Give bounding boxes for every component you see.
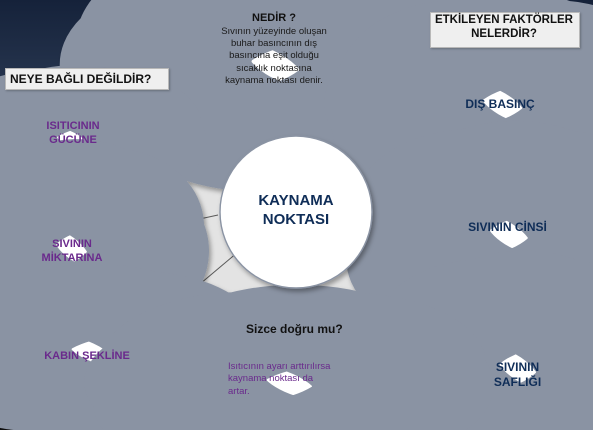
right-header-box xyxy=(430,12,580,48)
center-circle xyxy=(219,135,373,289)
left-item-liquid-amount: SIVININ MİKTARINA xyxy=(22,238,122,266)
right-header-line2: NELERDİR? xyxy=(471,28,537,41)
right-item-line1: SIVININ xyxy=(495,360,540,374)
left-item-heater-power: ISITICININ GÜCÜNE xyxy=(28,120,118,148)
left-item-line1: ISITICININ xyxy=(46,120,100,132)
question-text: Isıtıcının ayarı arttırılırsa kaynama no… xyxy=(228,361,368,398)
left-item-line2: MİKTARINA xyxy=(41,251,103,264)
right-item-external-pressure: DIŞ BASINÇ xyxy=(440,97,560,112)
right-item-liquid-type: SIVININ CİNSİ xyxy=(445,220,570,235)
right-header: ETKİLEYEN FAKTÖRLER NELERDİR? xyxy=(430,13,578,42)
question-line: artar. xyxy=(228,385,250,397)
center-line1: KAYNAMA xyxy=(258,192,334,209)
definition-line: kaynama noktası denir. xyxy=(225,75,323,87)
question-line: kaynama noktası da xyxy=(228,373,314,385)
definition-text: NEDİR ? Sıvının yüzeyinde oluşan buhar b… xyxy=(203,12,345,87)
definition-line: basıncına eşit olduğu xyxy=(229,50,319,62)
left-item-line1: SIVININ xyxy=(52,238,92,250)
right-item-line1: DIŞ BASINÇ xyxy=(465,97,535,111)
center-line2: NOKTASI xyxy=(262,210,330,228)
right-header-line1: ETKİLEYEN FAKTÖRLER xyxy=(434,14,573,26)
definition-line: Sıvının yüzeyinde oluşan xyxy=(221,25,327,37)
definition-line: sıcaklık noktasına xyxy=(236,62,312,74)
right-item-line1: SIVININ CİNSİ xyxy=(468,220,547,234)
left-header-box xyxy=(5,68,169,90)
right-item-line2: SAFLIĞI xyxy=(493,375,542,389)
definition-title: NEDİR ? xyxy=(252,12,296,24)
question-title: Sizce doğru mu? xyxy=(246,322,343,336)
left-item-line2: GÜCÜNE xyxy=(49,133,97,146)
left-item-container-shape: KABIN ŞEKLİNE xyxy=(22,350,152,364)
definition-line: buhar basıncının dış xyxy=(230,38,318,50)
right-item-liquid-purity: SIVININ SAFLIĞI xyxy=(460,360,575,390)
question-line: Isıtıcının ayarı arttırılırsa xyxy=(228,361,331,372)
left-header: NEYE BAĞLI DEĞİLDİR? xyxy=(10,72,152,86)
left-item-line1: KABIN ŞEKLİNE xyxy=(44,350,130,362)
center-label: KAYNAMA NOKTASI xyxy=(230,192,362,230)
